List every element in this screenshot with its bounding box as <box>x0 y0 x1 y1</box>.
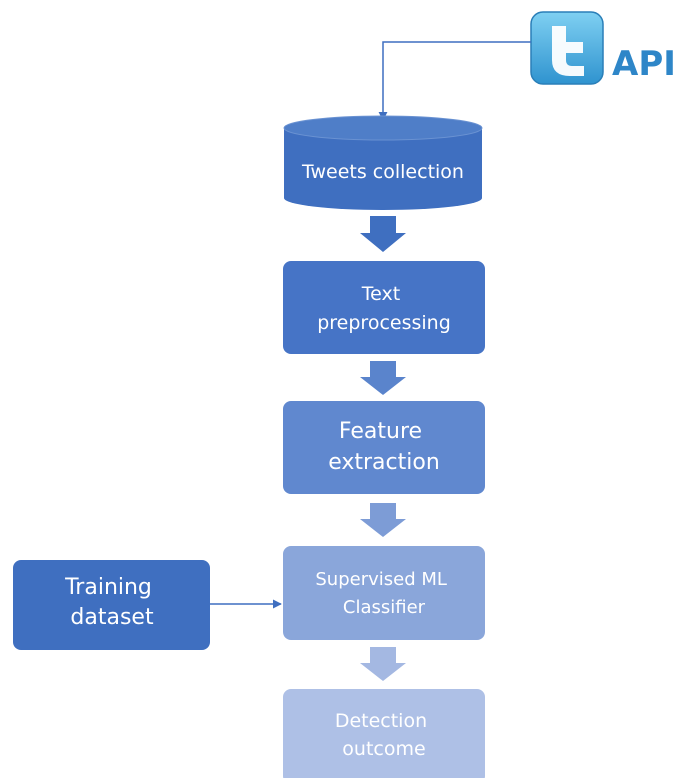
node-tweets-collection: Tweets collection <box>283 115 483 210</box>
node-label: Detection outcome <box>335 710 433 760</box>
block-arrow <box>360 361 406 395</box>
node-training-dataset: Training dataset <box>13 560 210 650</box>
node-label-line: extraction <box>328 450 440 475</box>
node-label: Feature extraction <box>328 419 440 475</box>
node-label-line: Detection <box>335 710 427 732</box>
node-label-line: outcome <box>342 738 425 760</box>
twitter-t-glyph <box>552 26 584 76</box>
block-arrow <box>360 216 406 252</box>
node-text-preprocessing: Text preprocessing <box>283 261 485 354</box>
cylinder-body <box>284 128 482 210</box>
node-box <box>283 401 485 494</box>
node-label: Training dataset <box>64 575 159 630</box>
node-label-line: Text <box>361 283 400 305</box>
node-label: Supervised ML Classifier <box>315 569 452 618</box>
node-supervised-ml-classifier: Supervised ML Classifier <box>283 546 485 640</box>
node-detection-outcome: Detection outcome <box>283 689 485 778</box>
node-label-line: Supervised ML <box>315 569 447 590</box>
node-label: Text preprocessing <box>317 283 451 334</box>
twitter-api-source: API <box>530 11 676 85</box>
node-label-line: Feature <box>339 419 422 444</box>
api-connector <box>378 41 531 121</box>
node-box <box>13 560 210 650</box>
node-label-line: dataset <box>70 605 154 630</box>
node-box <box>283 261 485 354</box>
node-label-line: preprocessing <box>317 312 451 334</box>
node-feature-extraction: Feature extraction <box>283 401 485 494</box>
node-label-line: Tweets collection <box>301 161 464 183</box>
node-box <box>283 546 485 640</box>
node-box <box>283 689 485 778</box>
block-arrow <box>360 503 406 537</box>
node-label: Tweets collection <box>301 161 464 183</box>
node-label-line: Classifier <box>343 597 426 618</box>
api-label: API <box>612 44 676 84</box>
cylinder-top <box>283 115 483 141</box>
block-arrow <box>360 647 406 681</box>
node-label-line: Training <box>64 575 152 600</box>
